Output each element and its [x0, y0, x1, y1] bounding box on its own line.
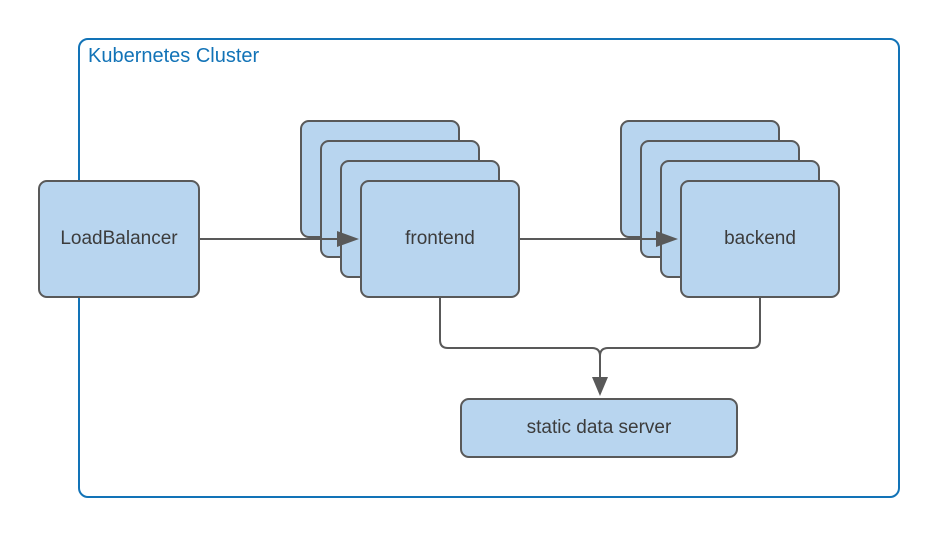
- loadbalancer-node: LoadBalancer: [38, 180, 200, 298]
- static-data-server-label: static data server: [526, 417, 672, 438]
- frontend-label: frontend: [405, 228, 475, 249]
- static-data-server-node: static data server: [460, 398, 738, 458]
- loadbalancer-label: LoadBalancer: [60, 228, 178, 249]
- backend-label: backend: [724, 228, 796, 249]
- backend-node: backend: [680, 180, 840, 298]
- frontend-node: frontend: [360, 180, 520, 298]
- cluster-title: Kubernetes Cluster: [88, 45, 260, 67]
